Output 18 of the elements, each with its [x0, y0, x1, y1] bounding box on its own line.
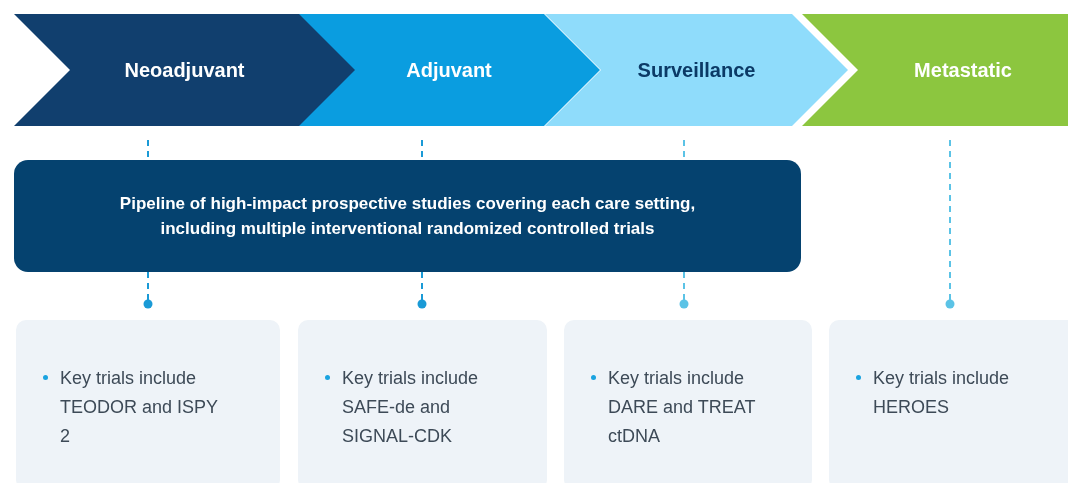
bullet-text: Key trials include HEROES — [873, 367, 1011, 419]
stage-label: Adjuvant — [406, 58, 492, 82]
bullet-text: Key trials include TEODOR and ISPY 2 — [60, 367, 219, 448]
dashed-connector — [679, 271, 689, 309]
bullet-text: Key trials include SAFE-de and SIGNAL-CDK — [342, 367, 480, 448]
stage-label: Surveillance — [637, 58, 756, 82]
dashed-connector — [945, 139, 955, 309]
summary-banner — [14, 160, 801, 272]
stage-label: Neoadjuvant — [124, 58, 245, 82]
info-card — [298, 320, 547, 483]
info-card — [16, 320, 280, 483]
dashed-connector — [143, 271, 153, 309]
dashed-connector — [417, 271, 427, 309]
stage-label: Metastatic — [914, 58, 1012, 82]
bullet-text: Key trials include DARE and TREAT ctDNA — [608, 367, 757, 448]
info-card — [829, 320, 1068, 483]
info-card — [564, 320, 812, 483]
banner-text: Pipeline of high-impact prospective studies covering each care setting, including multiple interventional randomized controlled trials — [118, 192, 697, 240]
